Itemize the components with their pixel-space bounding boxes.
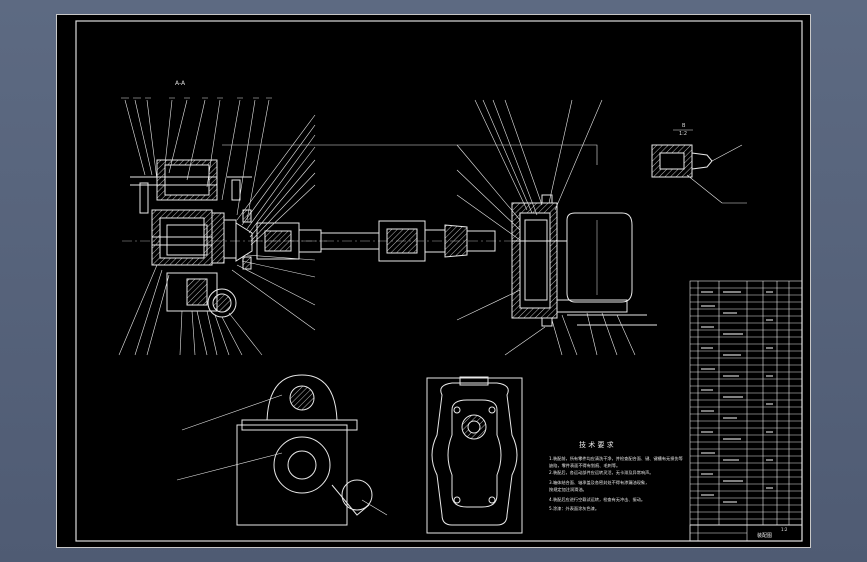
note-line-1: 1.装配前，所有零件均应清洗干净，并检查配合面、键、键槽有无损伤等 xyxy=(549,455,683,462)
title-block-name: 装配图 xyxy=(757,532,772,539)
note-line-3: 2.装配后，各运动部件应运转灵活，无卡滞及异常响声。 xyxy=(549,469,654,476)
bottom-view-right xyxy=(426,376,523,534)
title-block-scale: 1:2 xyxy=(781,527,788,532)
detail-scale-b: 1:2 xyxy=(679,131,687,137)
title-block: 装配图 1:2 xyxy=(689,524,803,542)
note-line-7: 5.涂漆：外表面涂灰色漆。 xyxy=(549,505,599,512)
right-assembly xyxy=(456,99,657,356)
notes-title: 技 术 要 求 xyxy=(579,440,614,449)
left-assembly-section: A-A xyxy=(118,80,327,356)
bottom-view-left xyxy=(176,374,388,526)
note-line-2: 缺陷，零件表面不得有划痕、毛刺等。 xyxy=(549,462,620,469)
drawing-sheet: A-A xyxy=(56,14,811,548)
cad-drawing: A-A xyxy=(75,20,803,542)
note-line-4: 3.箱体结合面、轴承盖及各密封处不得有渗漏油现象， xyxy=(549,479,649,486)
note-line-5: 按规定加注润滑油。 xyxy=(549,486,587,493)
parts-list xyxy=(689,280,803,542)
section-label: A-A xyxy=(175,80,186,87)
note-line-6: 4.装配后应进行空载试运转，检查有无冲击、振动。 xyxy=(549,496,645,503)
drive-shaft xyxy=(222,144,598,262)
detail-label-b: B xyxy=(682,123,686,129)
technical-notes: 技 术 要 求 1.装配前，所有零件均应清洗干净，并检查配合面、键、键槽有无损伤… xyxy=(549,440,683,512)
detail-view-b: B 1:2 xyxy=(651,123,747,204)
